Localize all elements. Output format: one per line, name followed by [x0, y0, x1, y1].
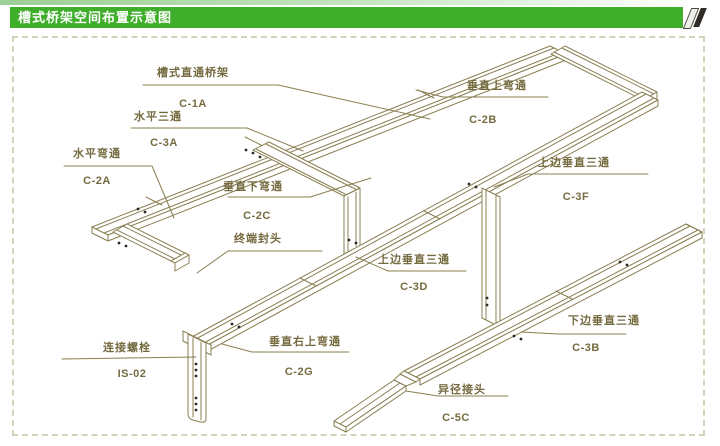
label-trough-straight-tray: 槽式直通桥架	[157, 67, 229, 79]
code-c3f: C-3F	[562, 191, 590, 203]
leader-lines	[61, 84, 649, 397]
label-end-cap: 终端封头	[234, 233, 282, 245]
page-title: 槽式桥架空间布置示意图	[18, 10, 173, 25]
code-c3d: C-3D	[400, 281, 428, 293]
code-c3b: C-3B	[572, 342, 600, 354]
code-is02: IS-02	[117, 368, 147, 380]
title-banner: 槽式桥架空间布置示意图	[10, 7, 683, 28]
code-c5c: C-5C	[442, 412, 470, 424]
top-accent-strip	[0, 0, 720, 5]
label-bottom-vertical-tee: 下边垂直三通	[568, 315, 640, 327]
label-vertical-up-bend: 垂直上弯通	[467, 80, 527, 92]
label-connection-bolt: 连接螺栓	[103, 342, 151, 354]
label-vertical-right-up-bend: 垂直右上弯通	[269, 336, 341, 348]
code-c2b: C-2B	[469, 114, 497, 126]
tray-tee-branch	[252, 141, 361, 197]
code-c2g: C-2G	[284, 366, 314, 378]
tray-top-run	[91, 45, 567, 242]
label-top-vertical-tee-d: 上边垂直三通	[378, 254, 450, 266]
tray-bottom-run	[333, 223, 703, 433]
code-c1a: C-1A	[179, 98, 207, 110]
label-horizontal-tee: 水平三通	[134, 111, 182, 123]
bolt-dots	[117, 148, 629, 412]
label-top-vertical-tee-f: 上边垂直三通	[538, 157, 610, 169]
code-c2c: C-2C	[243, 210, 271, 222]
tray-endcap-arm	[112, 223, 190, 272]
riser-c3f-c3b	[481, 187, 501, 328]
riser-c2c	[343, 187, 361, 255]
code-c2a: C-2A	[83, 175, 111, 187]
code-c3a: C-3A	[150, 137, 178, 149]
label-vertical-down-bend: 垂直下弯通	[223, 181, 283, 193]
post-c2g	[182, 330, 212, 423]
dashed-border	[12, 36, 705, 436]
label-reducer-joint: 异径接头	[438, 384, 486, 396]
label-horizontal-bend: 水平弯通	[73, 148, 121, 160]
